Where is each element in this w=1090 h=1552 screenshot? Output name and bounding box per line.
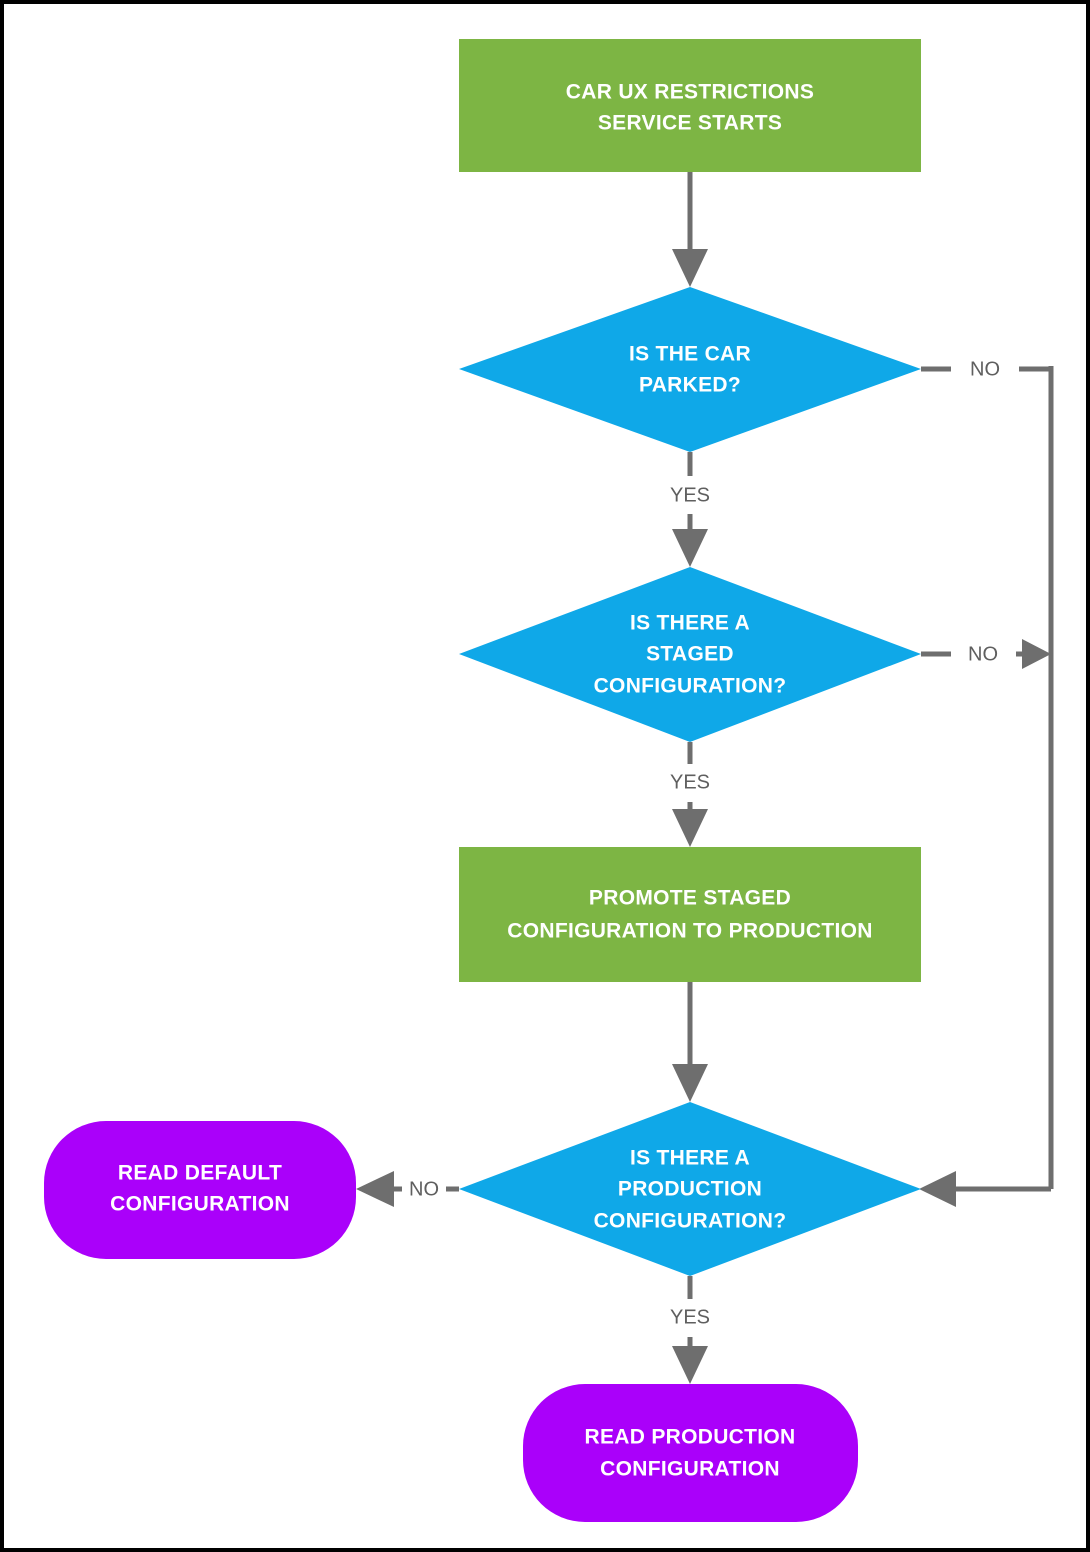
node-decision-production-line-1: IS THERE A <box>630 1147 750 1170</box>
node-read-production-line-1: READ PRODUCTION <box>584 1426 795 1449</box>
node-start-line-1: CAR UX RESTRICTIONS <box>566 81 814 104</box>
node-read-production-shape <box>523 1384 858 1522</box>
edge-parked-no <box>919 366 1054 1207</box>
node-promote-shape <box>459 847 921 982</box>
node-promote[interactable]: PROMOTE STAGED CONFIGURATION TO PRODUCTI… <box>459 847 921 982</box>
edge-promote-to-production <box>672 982 708 1102</box>
edge-label-production-yes: YES <box>670 1306 710 1328</box>
node-decision-staged-line-1: IS THERE A <box>630 612 750 635</box>
node-decision-staged[interactable]: IS THERE A STAGED CONFIGURATION? <box>459 567 921 742</box>
node-read-production-line-2: CONFIGURATION <box>600 1458 780 1481</box>
node-decision-production[interactable]: IS THERE A PRODUCTION CONFIGURATION? <box>459 1102 921 1276</box>
node-start[interactable]: CAR UX RESTRICTIONS SERVICE STARTS <box>459 39 921 172</box>
node-decision-parked-line-1: IS THE CAR <box>629 343 751 366</box>
node-read-default[interactable]: READ DEFAULT CONFIGURATION <box>44 1121 356 1259</box>
edge-production-yes <box>672 1276 708 1384</box>
node-read-production[interactable]: READ PRODUCTION CONFIGURATION <box>523 1384 858 1522</box>
edge-label-parked-yes: YES <box>670 484 710 506</box>
node-decision-staged-line-2: STAGED <box>646 643 734 666</box>
node-decision-parked-line-2: PARKED? <box>639 374 741 397</box>
flowchart-svg: NO YES NO YES NO YES CAR UX RESTRICTIONS… <box>44 39 1054 1522</box>
node-promote-line-1: PROMOTE STAGED <box>589 887 791 910</box>
edge-staged-no <box>921 639 1051 669</box>
node-promote-line-2: CONFIGURATION TO PRODUCTION <box>507 920 872 943</box>
edge-label-staged-yes: YES <box>670 771 710 793</box>
node-start-shape <box>459 39 921 172</box>
node-decision-staged-shape <box>459 567 921 742</box>
node-read-default-shape <box>44 1121 356 1259</box>
edge-label-parked-no: NO <box>970 358 1000 380</box>
edge-parked-yes <box>672 452 708 567</box>
node-decision-parked-shape <box>459 287 921 452</box>
node-decision-parked[interactable]: IS THE CAR PARKED? <box>459 287 921 452</box>
edge-production-no <box>356 1171 459 1207</box>
edge-start-to-parked <box>672 172 708 287</box>
node-read-default-line-1: READ DEFAULT <box>118 1162 282 1185</box>
node-decision-production-line-3: CONFIGURATION? <box>594 1210 787 1233</box>
node-start-line-2: SERVICE STARTS <box>598 112 782 135</box>
edge-label-production-no: NO <box>409 1178 439 1200</box>
node-decision-staged-line-3: CONFIGURATION? <box>594 675 787 698</box>
node-decision-production-line-2: PRODUCTION <box>618 1178 762 1201</box>
edge-label-staged-no: NO <box>968 643 998 665</box>
node-read-default-line-2: CONFIGURATION <box>110 1193 290 1216</box>
edge-staged-yes <box>672 742 708 847</box>
node-decision-production-shape <box>459 1102 921 1276</box>
